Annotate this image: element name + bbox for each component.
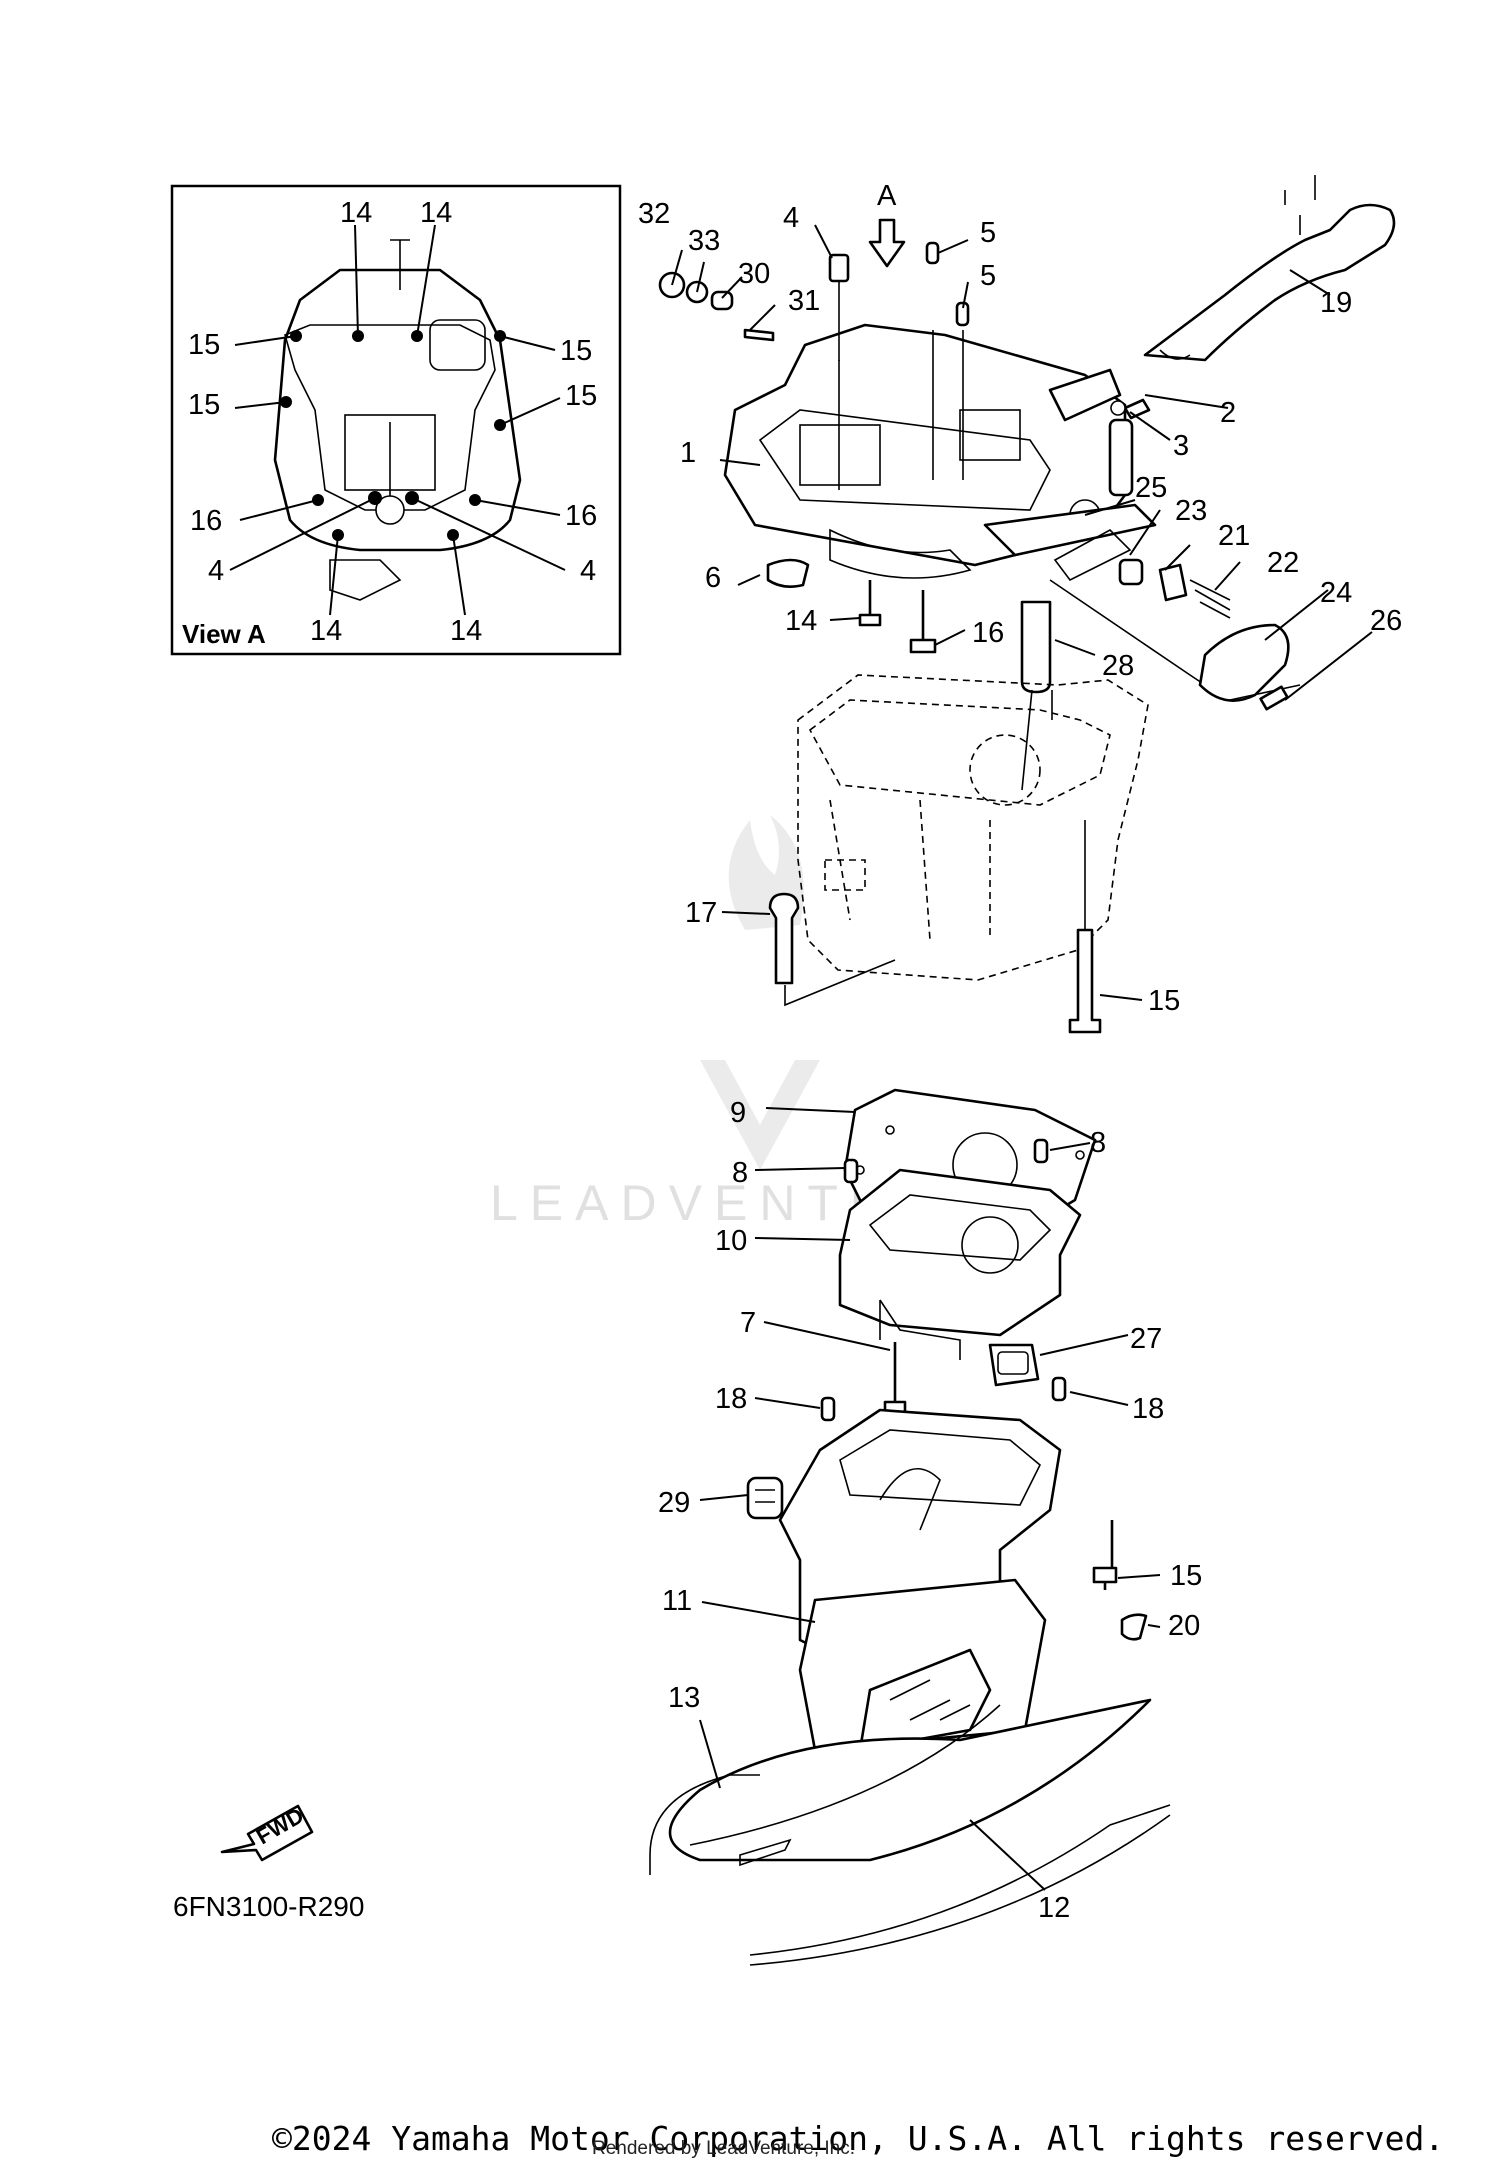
part-27-seal [988,1343,1040,1387]
callout-30: 30 [738,258,770,290]
view-a-inset: 14 14 15 15 15 15 16 16 4 4 14 14 View A [170,184,622,656]
callout-24: 24 [1320,577,1352,609]
dowel-pins-8 [843,1138,1049,1184]
view-a-label-16: 16 [190,505,222,537]
callout-18: 18 [1132,1393,1164,1425]
shift-mechanism [983,503,1301,711]
leader-lines [671,224,1373,1891]
callout-25: 25 [1135,472,1167,504]
fwd-arrow: FWD [220,1803,314,1862]
dowel-pins-18 [820,1376,1067,1422]
callout-labels: 32 33 30 31 4 5 5 19 2 3 1 25 23 21 22 2… [638,198,1402,1924]
view-a-arrow: A [868,180,906,268]
view-a-label-14: 14 [340,197,372,229]
callout-2: 2 [1220,397,1236,429]
callout-15: 15 [1170,1560,1202,1592]
callout-7: 7 [740,1307,756,1339]
view-a-label-16: 16 [565,500,597,532]
part-7-bolt [883,1342,907,1414]
callout-5: 5 [980,260,996,292]
callout-13: 13 [668,1682,700,1714]
callout-15: 15 [1148,985,1180,1017]
callout-6: 6 [705,562,721,594]
casing-bolts [766,558,937,654]
callout-31: 31 [788,285,820,317]
callout-20: 20 [1168,1610,1200,1642]
callout-4: 4 [783,202,799,234]
callout-21: 21 [1218,520,1250,552]
callout-23: 23 [1175,495,1207,527]
callout-12: 12 [1038,1892,1070,1924]
upper-casing [768,674,1149,1034]
diagram-code: 6FN3100-R290 [173,1891,364,1922]
callout-8: 8 [732,1157,748,1189]
callout-26: 26 [1370,605,1402,637]
part-10-exhaust-plate [838,1168,1082,1360]
part-19-hose [1143,175,1396,362]
view-a-label-15: 15 [188,389,220,421]
view-a-label-15: 15 [188,329,220,361]
rendered-by-notice: Rendered by LeadVenture, Inc. [592,2138,856,2159]
parts-12-13-cavitation-plate [649,1698,1171,1966]
callout-5: 5 [980,217,996,249]
callout-17: 17 [685,897,717,929]
view-a-label-15: 15 [560,335,592,367]
copyright-notice: ©2024 Yamaha Motor Corporation, U.S.A. A… [272,2119,1445,2158]
callout-19: 19 [1320,287,1352,319]
callout-29: 29 [658,1487,690,1519]
view-arrow-label: A [877,180,897,212]
part-11-lower-casing [778,1408,1148,1752]
callout-8: 8 [1090,1127,1106,1159]
callout-28: 28 [1102,650,1134,682]
part-28-tube [1020,600,1053,791]
callout-32: 32 [638,198,670,230]
callout-33: 33 [688,225,720,257]
callout-9: 9 [730,1097,746,1129]
view-a-caption: View A [182,619,266,649]
callout-10: 10 [715,1225,747,1257]
callout-11: 11 [662,1585,692,1617]
view-a-label-14: 14 [420,197,452,229]
callout-22: 22 [1267,547,1299,579]
callout-14: 14 [785,605,817,637]
part-29-plug [746,1476,784,1520]
callout-27: 27 [1130,1323,1162,1355]
view-a-label-14: 14 [450,615,482,647]
view-a-label-15: 15 [565,380,597,412]
callout-18: 18 [715,1383,747,1415]
callout-3: 3 [1173,430,1189,462]
view-a-label-4: 4 [208,555,224,587]
callout-1: 1 [680,437,696,469]
callout-16: 16 [972,617,1004,649]
view-a-label-4: 4 [580,555,596,587]
view-a-label-14: 14 [310,615,342,647]
